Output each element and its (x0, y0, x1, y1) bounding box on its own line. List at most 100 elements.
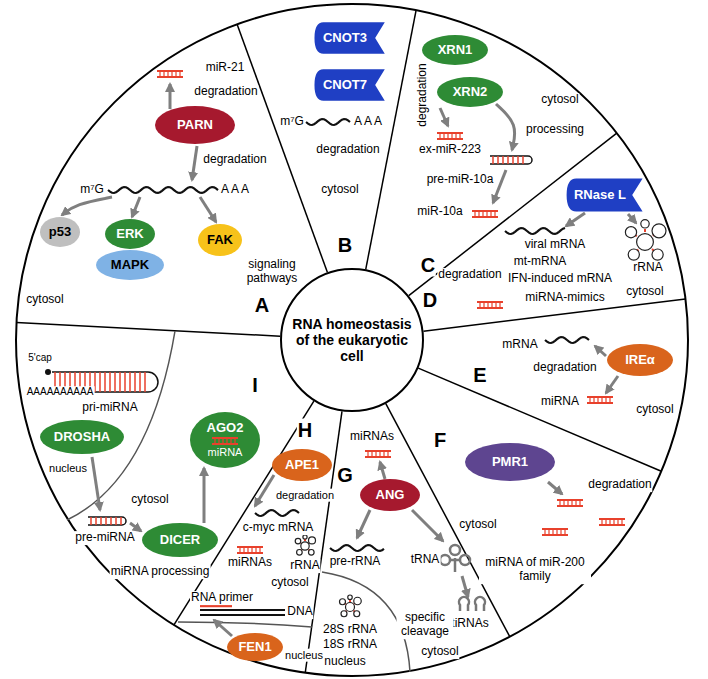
annotation: cytosol (625, 285, 664, 299)
arrow (380, 462, 385, 479)
node-title: FEN1 (238, 640, 271, 655)
annotation: cytosol (458, 518, 497, 532)
panel-letter: C (420, 254, 436, 277)
enzyme-node: ANG (360, 479, 420, 511)
node-title: XRN1 (438, 43, 473, 58)
node-subtext: miRNA (208, 446, 243, 459)
annotation: 18S rRNA (322, 638, 378, 652)
annotation: miRNA-mimics (524, 291, 605, 305)
arrow (62, 197, 112, 215)
arrow (440, 108, 448, 126)
mirna-duplex (437, 133, 463, 139)
enzyme-node: CNOT7 (313, 68, 387, 102)
enzyme-node: PMR1 (465, 443, 555, 481)
center-circle: RNA homeostasis of the eukaryotic cell (280, 268, 424, 412)
arrow (214, 620, 232, 636)
hairpin-rna (490, 156, 532, 164)
dna-with-primer (200, 606, 285, 615)
node-title: ERK (116, 227, 143, 242)
tirna-fragment (459, 597, 485, 611)
enzyme-node: XRN2 (437, 77, 503, 107)
connector-arrow (203, 468, 206, 523)
hairpin-rna (88, 517, 126, 525)
panel-letter: G (336, 464, 354, 487)
mrna-strand (306, 119, 350, 125)
arrow (548, 482, 562, 494)
sector-divider (409, 133, 617, 296)
annotation: tRNA (410, 553, 441, 567)
rrna-structure (295, 535, 315, 555)
enzyme-node: MAPK (96, 250, 164, 280)
annotation: nucleus (284, 649, 324, 662)
mirna-duplex (472, 211, 498, 217)
panel-letter: E (472, 364, 487, 387)
enzyme-node: DROSHA (40, 420, 124, 454)
node-title: APE1 (285, 458, 319, 473)
annotation: miR-10a (416, 205, 463, 219)
mirna-duplex (365, 451, 391, 457)
enzyme-node: ERK (105, 219, 155, 249)
arrow (92, 457, 100, 510)
mrna-strand (108, 187, 218, 193)
annotation: cytosol (540, 93, 579, 107)
annotation: rRNA (289, 559, 320, 573)
annotation: degradation (532, 361, 597, 375)
enzyme-node: DICER (142, 523, 218, 557)
annotation: specific cleavage (397, 611, 454, 639)
annotation: ex-miR-223 (418, 143, 482, 157)
annotation: processing (525, 123, 585, 137)
arrow (130, 523, 141, 531)
panel-letter: A (254, 294, 270, 317)
annotation: degradation (315, 143, 380, 157)
mirna-duplex (587, 397, 613, 403)
arrow (132, 197, 140, 217)
outer-circle (16, 4, 688, 676)
arrow (192, 146, 197, 180)
rrna-structure (340, 595, 362, 617)
enzyme-node: CNOT3 (313, 21, 387, 55)
node-title: DICER (160, 533, 200, 548)
node-title: DROSHA (54, 430, 110, 445)
annotation: RNA primer (190, 591, 254, 605)
annotation: cytosol (635, 403, 674, 417)
annotation: degradation (416, 62, 430, 127)
annotation: pre-miRNA (74, 531, 135, 545)
enzyme-node: IREα (607, 344, 673, 376)
rrna-structure (625, 220, 666, 261)
panel-letter: F (433, 429, 447, 452)
node-title: MAPK (111, 258, 149, 273)
trna-cloverleaf (440, 545, 470, 572)
node-title: PMR1 (492, 455, 528, 470)
mirna-duplex (477, 302, 503, 308)
annotation: degradation (193, 85, 258, 99)
panel-letter: B (337, 234, 353, 257)
mirna-duplex (557, 500, 583, 506)
arrow (412, 510, 443, 541)
node-title: ANG (376, 488, 405, 503)
arrow (628, 214, 636, 223)
annotation: m⁷G (79, 183, 105, 197)
annotation: degradation (437, 268, 502, 282)
arrow (357, 510, 370, 538)
arrow (200, 197, 216, 222)
annotation: nucleus (323, 655, 366, 669)
arrow (462, 576, 468, 597)
annotation: nucleus (48, 462, 88, 475)
node-title: p53 (49, 225, 71, 240)
annotation: degradation (587, 478, 652, 492)
mrna-strand (545, 337, 589, 343)
enzyme-node: APE1 (272, 449, 332, 481)
arrow (493, 170, 506, 203)
annotation: miRNAs (227, 556, 273, 570)
annotation: IFN-induced mRNA (507, 272, 613, 286)
node-title: RNase L (574, 188, 626, 203)
sector-divider (174, 401, 314, 625)
annotation: degradation (202, 153, 267, 167)
arrow (496, 104, 515, 150)
node-title: XRN2 (453, 85, 488, 100)
node-title: IREα (625, 353, 655, 368)
annotation: mRNA (501, 338, 538, 352)
mrna-strand (505, 228, 565, 234)
enzyme-node: AGO2miRNA (190, 412, 260, 468)
enzyme-node: FEN1 (227, 633, 283, 661)
